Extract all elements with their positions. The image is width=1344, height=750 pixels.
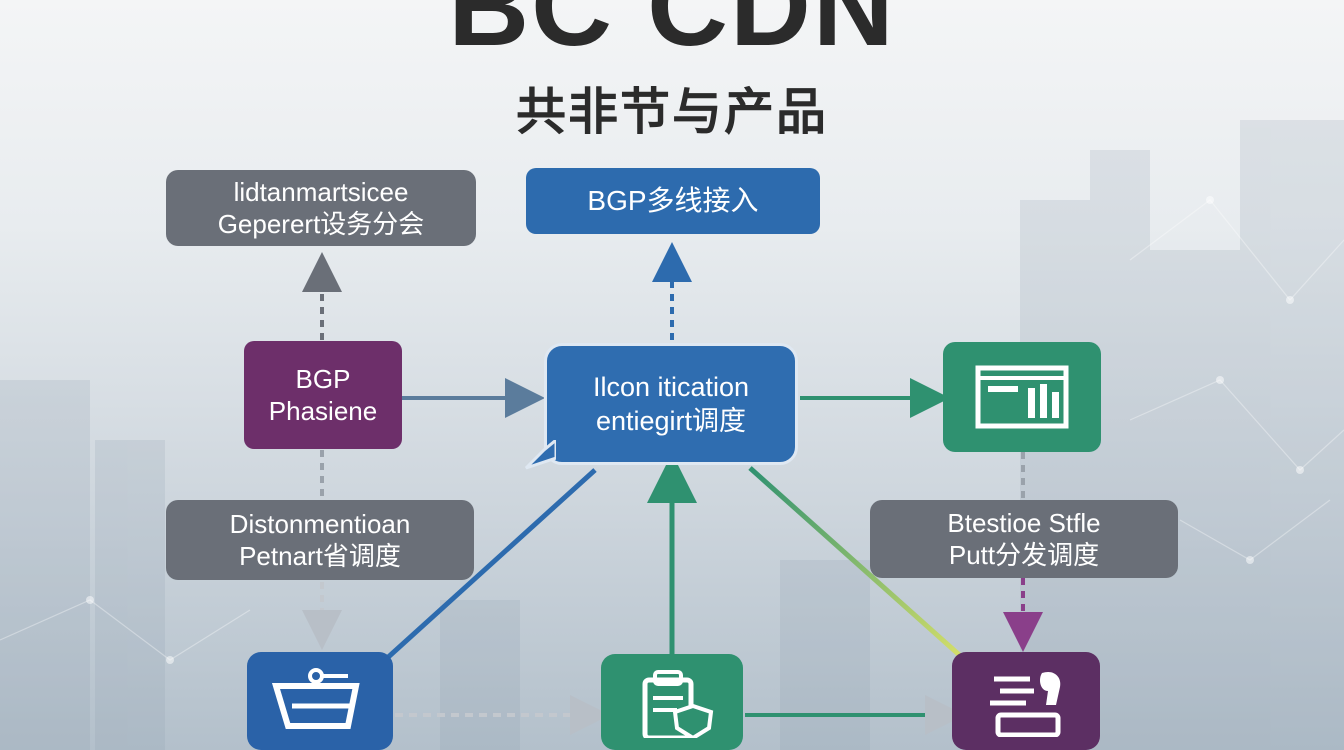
hub-callout-tail [524, 440, 556, 470]
node-top-left-line1: lidtanmartsicee [233, 177, 409, 207]
node-hub-line1: Ilcon itication [592, 372, 750, 402]
monitor-chart-icon [975, 365, 1069, 429]
node-right [943, 342, 1101, 452]
shopping-cart-icon [271, 668, 360, 729]
node-top-center-text: BGP多线接入 [587, 185, 759, 216]
diagram-subtitle: 共非节与产品 [516, 84, 828, 140]
node-left-line2: Phasiene [268, 396, 378, 426]
node-bottom-center [601, 654, 743, 750]
node-mid-right-line1: Btestioe Stfle [947, 508, 1101, 538]
node-bottom-right [952, 652, 1100, 750]
edge-hub-to-bottomright [748, 466, 967, 662]
node-left: BGP Phasiene [244, 341, 402, 449]
node-mid-left-line2: Petnart省调度 [239, 541, 401, 571]
node-left-line1: BGP [295, 364, 351, 394]
document-shield-icon [642, 670, 714, 738]
node-hub-line2: entiegirt调度 [595, 406, 747, 436]
node-mid-left-label: Distonmentioan Petnart省调度 [166, 500, 474, 580]
node-bottom-left [247, 652, 393, 750]
edge-bottomleft-to-hub [383, 468, 597, 662]
node-mid-left-line1: Distonmentioan [229, 509, 411, 539]
node-top-left-label: lidtanmartsicee Geperert设务分会 [166, 170, 476, 246]
diagram-title: BC CDN [448, 0, 896, 69]
node-mid-right-label: Btestioe Stfle Putt分发调度 [870, 500, 1178, 578]
node-top-left-line2: Geperert设务分会 [217, 209, 425, 239]
node-top-center-label: BGP多线接入 [526, 168, 820, 234]
node-hub: Ilcon itication entiegirt调度 [544, 343, 798, 465]
server-equipment-icon [990, 671, 1061, 737]
node-mid-right-line2: Putt分发调度 [948, 540, 1100, 570]
